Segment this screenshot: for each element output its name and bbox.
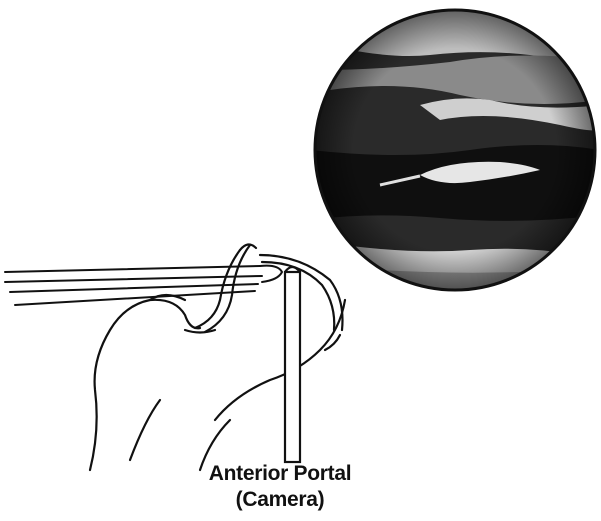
arthroscope-camera bbox=[285, 267, 300, 462]
caption-anterior-portal: Anterior Portal bbox=[160, 462, 400, 486]
grasper-instrument bbox=[5, 266, 282, 305]
capsule-tissue bbox=[195, 244, 343, 332]
arthroscopic-view bbox=[310, 5, 600, 300]
caption-camera: (Camera) bbox=[160, 488, 400, 512]
hand bbox=[90, 295, 345, 470]
